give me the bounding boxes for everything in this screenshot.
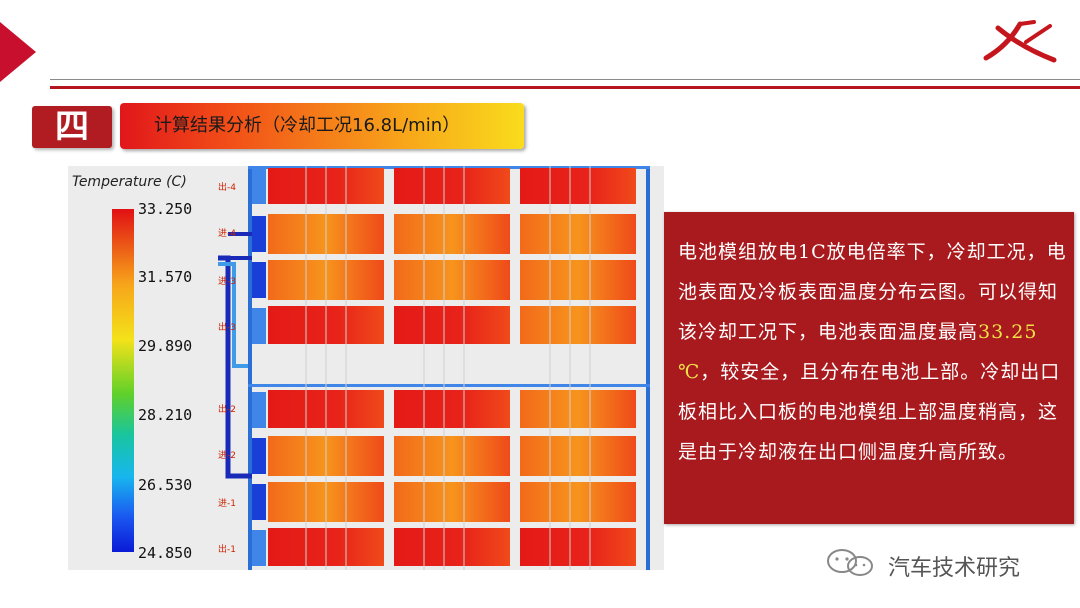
outlet-label: 出-2 (218, 405, 236, 415)
outlet-label: 出-4 (218, 183, 236, 193)
inlet-label: 进-1 (218, 499, 236, 509)
analysis-note-text: 电池模组放电1C放电倍率下，冷却工况，电池表面及冷板表面温度分布云图。可以得知该… (678, 232, 1068, 472)
legend-tick: 29.890 (138, 337, 193, 355)
note-text-after: ，较安全，且分布在电池上部。冷却出口板相比入口板的电池模组上部温度稍高，这是由于… (678, 361, 1061, 463)
inlet-label: 进-2 (218, 451, 236, 461)
brand-logo-icon (983, 20, 1057, 63)
red-arrow-decoration (0, 22, 36, 82)
legend-tick: 31.570 (138, 268, 193, 286)
contour-image (218, 166, 664, 570)
legend-tick: 28.210 (138, 406, 193, 424)
wechat-icon (827, 549, 873, 576)
legend-tick: 26.530 (138, 476, 193, 494)
watermark-text: 汽车技术研究 (888, 556, 1021, 581)
temperature-legend: Temperature (C) 33.250 31.570 29.890 28.… (68, 166, 218, 570)
inlet-label: 进-4 (218, 229, 236, 239)
header-thin-rule (50, 79, 1080, 80)
section-title-bar: 计算结果分析（冷却工况16.8L/min） (120, 103, 524, 149)
inlet-label: 进-3 (218, 277, 236, 287)
color-scale-bar (112, 209, 134, 552)
section-number-badge: 四 (32, 106, 112, 148)
note-text-before: 电池模组放电1C放电倍率下，冷却工况，电池表面及冷板表面温度分布云图。可以得知该… (678, 241, 1067, 343)
legend-title: Temperature (C) (72, 174, 187, 190)
max-temperature-highlight: 33.25 ℃ (678, 321, 1038, 383)
legend-tick: 33.250 (138, 200, 193, 218)
header-thick-rule (50, 86, 1080, 89)
outlet-label: 出-1 (218, 545, 236, 555)
legend-tick: 24.850 (138, 544, 193, 562)
temperature-contour-plot: 出-4 进-4 进-3 出-3 出-2 进-2 进-1 出-1 (218, 166, 664, 570)
section-title: 计算结果分析（冷却工况16.8L/min） (154, 115, 461, 136)
outlet-label: 出-3 (218, 323, 236, 333)
analysis-note-box: 电池模组放电1C放电倍率下，冷却工况，电池表面及冷板表面温度分布云图。可以得知该… (664, 212, 1074, 524)
